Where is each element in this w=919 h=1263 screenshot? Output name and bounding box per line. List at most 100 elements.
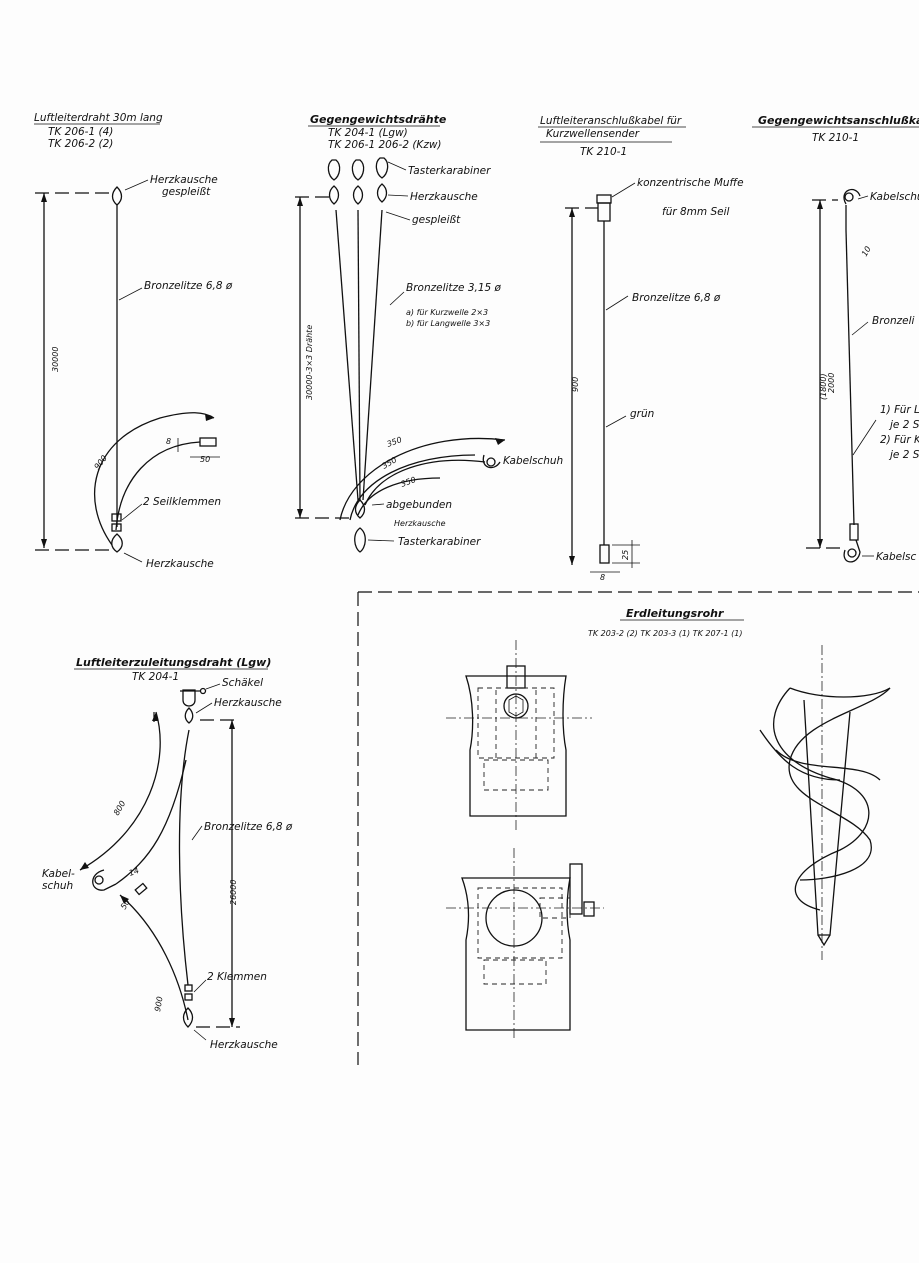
carabiner-group: [327, 157, 389, 205]
gegengewicht-ref-1: TK 204-1 (Lgw): [328, 127, 408, 139]
wire-line: [845, 229, 855, 526]
spiral-flight: [775, 749, 881, 781]
dim-length-30000-drahte: 30000-3×3 Drähte: [305, 325, 314, 400]
clamp-icon: [111, 513, 122, 522]
arc-800: [79, 711, 161, 871]
hidden-outline: [539, 897, 571, 919]
thimble-icon: [376, 183, 388, 203]
label-bronzelitze: Bronzelitze 3,15 ø: [406, 282, 502, 294]
label-schaekel: Schäkel: [222, 677, 263, 689]
pipe-clamp-nut: [583, 901, 595, 917]
dim-small-10: 10: [860, 245, 873, 258]
cable-lug-icon: [92, 869, 117, 891]
hidden-outline: [477, 887, 563, 959]
anschluss-ref: TK 210-1: [580, 146, 627, 158]
label-tasterkarabiner-bottom: Tasterkarabiner: [398, 536, 481, 548]
section-luftleiterzuleitung: Luftleiterzuleitungsdraht (Lgw) TK 204-1…: [42, 656, 293, 1051]
label-bronzelitze: Bronzeli: [872, 315, 914, 327]
spiral-flight: [788, 687, 891, 881]
leader-line: [605, 295, 629, 311]
thimble-top-icon: [111, 186, 123, 206]
cable-lug-eye: [486, 457, 496, 467]
section-gegengewichtsdraehte: Gegengewichtsdrähte TK 204-1 (Lgw) TK 20…: [295, 113, 563, 553]
dim-arc-800: 800: [112, 799, 127, 817]
thimble-top-icon: [184, 707, 194, 724]
note-kurzwelle: a) für Kurzwelle 2×3: [406, 308, 488, 317]
shackle-icon: [182, 689, 196, 707]
cable-lug-top-icon: [843, 188, 861, 205]
label-herzkausche: Herzkausche: [410, 191, 478, 203]
note-je-2s-1: je 2 S: [888, 419, 919, 431]
section-luftleiterdraht: Luftleiterdraht 30m lang TK 206-1 (4) TK…: [34, 112, 233, 570]
leader-line: [385, 211, 411, 221]
leader-line: [857, 195, 869, 200]
dim-length-900: 900: [571, 377, 580, 392]
dim-small-8: 8: [166, 437, 171, 446]
gg-anschluss-title: Gegengewichtsanschlußkabel: [758, 114, 919, 127]
dim-tail-50: 50: [119, 898, 132, 911]
wire-line: [178, 729, 190, 986]
label-schuh: schuh: [42, 880, 73, 892]
pipe-body-section-view: [461, 877, 571, 1031]
clamp-icon: [184, 984, 193, 992]
thimble-bottom-icon: [354, 499, 366, 519]
wire-end-ferrule: [199, 437, 217, 447]
leader-line: [205, 683, 221, 690]
leader-line: [371, 503, 385, 506]
pipe-body-side-view: [465, 675, 567, 817]
cable-lug-eye: [94, 875, 104, 885]
label-herzkausche-top: Herzkausche: [150, 174, 218, 186]
spiral-flight: [773, 687, 870, 911]
arc-arrow: [120, 895, 129, 904]
hidden-outline: [477, 687, 555, 759]
erdleitungsrohr-title: Erdleitungsrohr: [626, 607, 724, 620]
label-kabelschuh-bottom: Kabelsc: [876, 551, 916, 563]
thimble-bottom-icon: [182, 1007, 194, 1028]
hidden-outline: [483, 759, 549, 791]
note-fuer-l: 1) Für L: [880, 404, 919, 416]
leader-line: [367, 539, 395, 542]
label-bronzelitze: Bronzelitze 6,8 ø: [144, 280, 233, 292]
zuleitung-ref: TK 204-1: [132, 671, 179, 683]
anschluss-title-2: Kurzwellensender: [546, 128, 640, 140]
wire-bent-end: [115, 441, 201, 531]
note-langwelle: b) für Langwelle 3×3: [406, 319, 490, 328]
label-gespleisst: gespleißt: [162, 186, 211, 198]
luftleiterdraht-ref-1: TK 206-1 (4): [48, 126, 113, 138]
leader-line: [387, 161, 407, 171]
leader-line: [389, 291, 405, 306]
note-fuer-k: 2) Für K: [880, 434, 919, 446]
arc-arrow: [495, 438, 505, 445]
section-gegengewichtsanschluss: Gegengewichtsanschlußkabel TK 210-1 Kabe…: [752, 114, 919, 563]
arc-900: [93, 412, 215, 546]
cable-lug-icon: [482, 454, 501, 469]
dim-tail-25: 25: [621, 550, 630, 560]
leader-line: [611, 182, 636, 198]
luftleiterdraht-ref-2: TK 206-2 (2): [48, 138, 113, 150]
shackle-bolt-icon: [199, 687, 207, 695]
dim-width-8: 8: [600, 573, 605, 582]
label-kabelschuh-top: Kabelschuh: [870, 191, 919, 203]
erdleitungsrohr-ref: TK 203-2 (2) TK 203-3 (1) TK 207-1 (1): [588, 629, 742, 638]
label-konzentrische-muffe: konzentrische Muffe: [637, 177, 744, 189]
arc-350: [357, 477, 441, 516]
dim-length-26000: 26000: [229, 880, 238, 905]
thimble-icon: [352, 185, 364, 205]
leader-line: [118, 287, 143, 301]
carabiner-icon: [375, 157, 389, 179]
note-je-2s-2: je 2 S: [888, 449, 919, 461]
arc-900: [119, 894, 189, 1021]
label-2-klemmen: 2 Klemmen: [207, 971, 267, 983]
wire-end-ferrule: [134, 882, 148, 896]
label-herzkausche-bottom: Herzkausche: [394, 519, 446, 528]
label-tasterkarabiner-top: Tasterkarabiner: [408, 165, 491, 177]
pipe-clamp-lug: [569, 863, 583, 915]
leader-line: [195, 702, 213, 714]
carabiner-icon: [327, 159, 341, 181]
gg-anschluss-ref: TK 210-1: [812, 132, 859, 144]
arc-arrows: [80, 712, 158, 870]
label-gespleisst: gespleißt: [412, 214, 461, 226]
dim-arc-900: 900: [153, 996, 165, 1013]
